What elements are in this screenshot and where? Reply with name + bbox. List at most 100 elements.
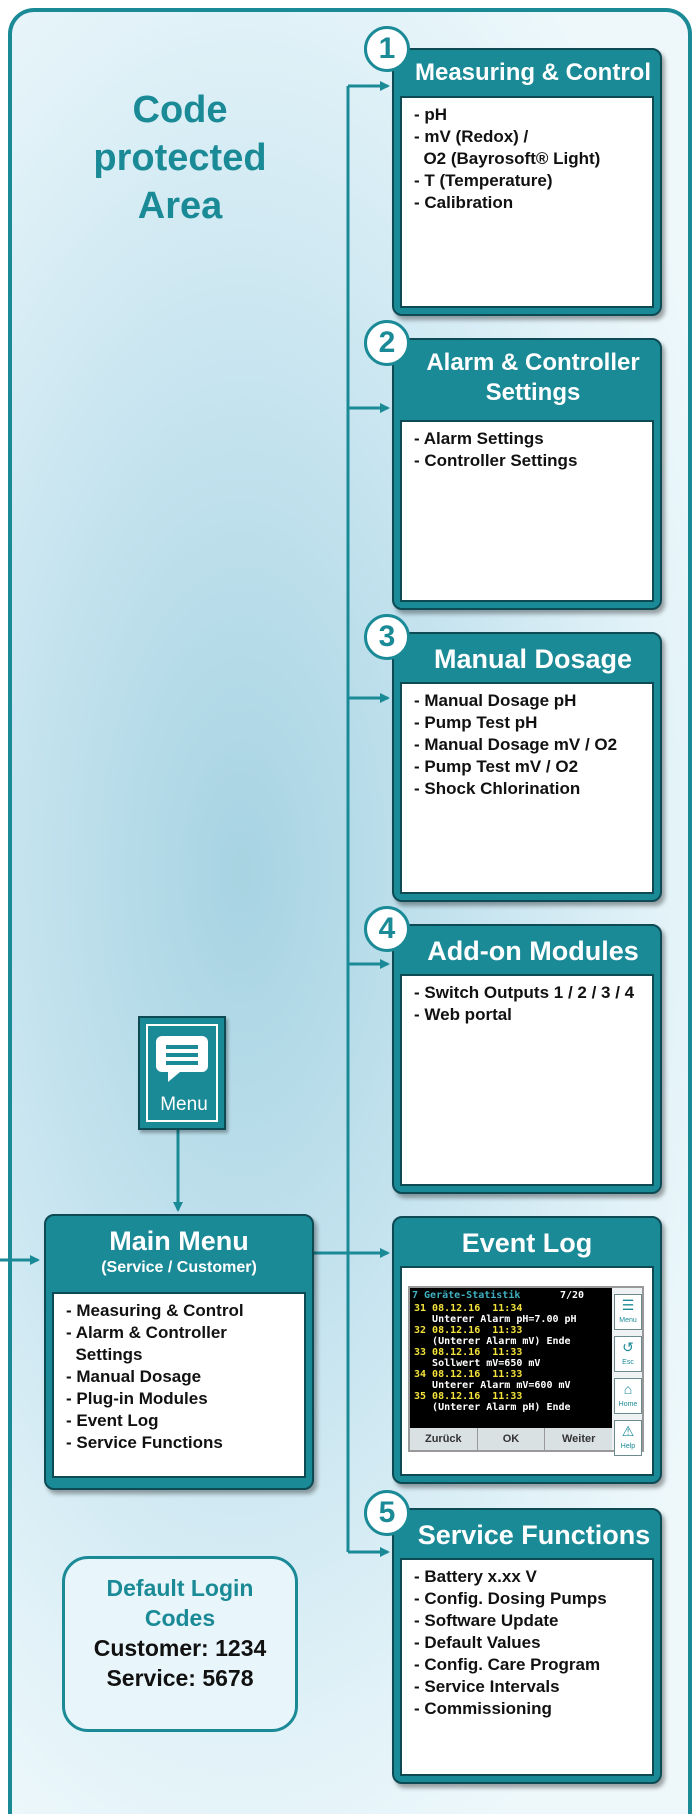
list-item: - Pump Test pH xyxy=(414,713,538,732)
section-service-functions[interactable]: Service Functions - Battery x.xx V - Con… xyxy=(392,1508,662,1784)
title-line: Settings xyxy=(485,379,581,406)
section-title: Add-on Modules xyxy=(427,936,639,966)
button-label: Menu xyxy=(619,1317,637,1324)
menu-list-item: - Measuring & Control xyxy=(66,1301,244,1320)
log-line: (Unterer Alarm mV) Ende xyxy=(414,1336,571,1347)
screen-help-button[interactable]: ⚠Help xyxy=(614,1420,642,1456)
step-number-badge: 3 xyxy=(364,614,410,660)
section-body: 7 Geräte-Statistik 7/20 31 08.12.16 11:3… xyxy=(400,1266,654,1476)
list-item: - Shock Chlorination xyxy=(414,779,581,798)
section-body: - Battery x.xx V - Config. Dosing Pumps … xyxy=(400,1558,654,1776)
list-item: - Web portal xyxy=(414,1005,512,1024)
section-body: - Switch Outputs 1 / 2 / 3 / 4 - Web por… xyxy=(400,974,654,1186)
ok-button[interactable]: OK xyxy=(476,1428,545,1450)
list-item: - pH xyxy=(414,105,448,124)
button-label: Esc xyxy=(622,1359,634,1366)
screen-home-button[interactable]: ⌂ Home xyxy=(614,1378,642,1414)
list-item: - Calibration xyxy=(414,193,514,212)
home-icon: ⌂ xyxy=(623,1381,633,1397)
list-item: - Manual Dosage pH xyxy=(414,691,577,710)
list-item: - Switch Outputs 1 / 2 / 3 / 4 xyxy=(414,983,635,1002)
menu-list-item: - Service Functions xyxy=(66,1433,223,1452)
title-line: Code xyxy=(132,89,228,131)
section-title: Manual Dosage xyxy=(433,644,633,674)
menu-button[interactable]: Menu xyxy=(138,1016,226,1130)
section-title: Measuring & Control xyxy=(414,59,651,86)
login-title-line: Codes xyxy=(144,1605,216,1631)
menu-list-item: - Alarm & Controller xyxy=(66,1323,227,1342)
section-body: - pH - mV (Redox) / O2 (Bayrosoft® Light… xyxy=(400,96,654,308)
back-button[interactable]: Zurück xyxy=(424,1433,462,1445)
list-item: - Manual Dosage mV / O2 xyxy=(414,735,618,754)
menu-list-item: - Plug-in Modules xyxy=(66,1389,208,1408)
undo-icon: ↺ xyxy=(622,1339,634,1355)
log-line: 34 08.12.16 11:33 xyxy=(414,1369,523,1380)
main-menu-body: - Measuring & Control - Alarm & Controll… xyxy=(52,1292,306,1478)
next-button[interactable]: Weiter xyxy=(544,1428,612,1450)
title-line: Alarm & Controller xyxy=(426,349,640,376)
menu-icon: ☰ xyxy=(621,1297,635,1313)
log-line: (Unterer Alarm pH) Ende xyxy=(414,1402,571,1413)
event-log-list: 31 08.12.16 11:34 Unterer Alarm pH=7.00 … xyxy=(414,1303,624,1413)
section-addon-modules[interactable]: Add-on Modules - Switch Outputs 1 / 2 / … xyxy=(392,924,662,1194)
customer-code: Customer: 1234 xyxy=(93,1635,267,1661)
list-item: - Service Intervals xyxy=(414,1677,560,1696)
menu-list-item: - Event Log xyxy=(66,1411,159,1430)
log-line: Unterer Alarm mV=600 mV xyxy=(414,1380,571,1391)
section-title: Event Log xyxy=(461,1228,593,1258)
step-number-badge: 4 xyxy=(364,906,410,952)
main-menu-subtitle: (Service / Customer) xyxy=(101,1259,257,1276)
menu-speech-icon xyxy=(156,1036,208,1082)
section-event-log[interactable]: Event Log 7 Geräte-Statistik 7/20 31 08.… xyxy=(392,1216,662,1484)
title-line: protected xyxy=(93,137,267,179)
list-item: - mV (Redox) / xyxy=(414,127,529,146)
list-item: - Alarm Settings xyxy=(414,429,544,448)
menu-button-frame: Menu xyxy=(146,1024,218,1122)
section-body: - Alarm Settings - Controller Settings xyxy=(400,420,654,602)
list-item: - Config. Dosing Pumps xyxy=(414,1589,607,1608)
device-screen: 7 Geräte-Statistik 7/20 31 08.12.16 11:3… xyxy=(408,1286,644,1456)
screen-side-buttons: ☰ Menu ↺ Esc ⌂ Home ⚠Help xyxy=(612,1288,642,1456)
section-title: Alarm & Controller Settings xyxy=(394,348,660,408)
list-item: - Software Update xyxy=(414,1611,559,1630)
button-label: Help xyxy=(620,1443,636,1450)
section-manual-dosage[interactable]: Manual Dosage - Manual Dosage pH - Pump … xyxy=(392,632,662,902)
log-line: 31 08.12.16 11:34 xyxy=(414,1303,523,1314)
step-number-badge: 2 xyxy=(364,320,410,366)
screen-header: 7 Geräte-Statistik xyxy=(412,1290,521,1301)
log-line: 35 08.12.16 11:33 xyxy=(414,1391,523,1402)
screen-bottom-bar: Zurück OK Weiter xyxy=(410,1428,612,1450)
section-measuring-control[interactable]: Measuring & Control - pH - mV (Redox) / … xyxy=(392,48,662,316)
menu-list-item: Settings xyxy=(66,1345,143,1364)
button-label: Home xyxy=(618,1401,638,1408)
service-code: Service: 5678 xyxy=(106,1665,254,1691)
list-item: - Pump Test mV / O2 xyxy=(414,757,579,776)
list-item: - Commissioning xyxy=(414,1699,552,1718)
section-title: Service Functions xyxy=(417,1520,651,1550)
section-alarm-controller[interactable]: Alarm & Controller Settings - Alarm Sett… xyxy=(392,338,662,610)
step-number-badge: 5 xyxy=(364,1490,410,1536)
screen-menu-button[interactable]: ☰ Menu xyxy=(614,1294,642,1330)
code-protected-title: Code protected Area xyxy=(60,86,300,230)
menu-button-label: Menu xyxy=(160,1094,208,1115)
list-item: - Config. Care Program xyxy=(414,1655,601,1674)
menu-list-item: - Manual Dosage xyxy=(66,1367,202,1386)
list-item: O2 (Bayrosoft® Light) xyxy=(414,149,601,168)
log-line: 33 08.12.16 11:33 xyxy=(414,1347,523,1358)
section-body: - Manual Dosage pH - Pump Test pH - Manu… xyxy=(400,682,654,894)
log-line: 32 08.12.16 11:33 xyxy=(414,1325,523,1336)
screen-esc-button[interactable]: ↺ Esc xyxy=(614,1336,642,1372)
step-number-badge: 1 xyxy=(364,26,410,72)
list-item: - T (Temperature) xyxy=(414,171,553,190)
default-login-codes: Default Login Codes Customer: 1234 Servi… xyxy=(62,1556,298,1732)
screen-page-count: 7/20 xyxy=(560,1290,585,1301)
log-line: Unterer Alarm pH=7.00 pH xyxy=(414,1314,577,1325)
list-item: - Controller Settings xyxy=(414,451,578,470)
list-item: - Battery x.xx V xyxy=(414,1567,537,1586)
title-line: Area xyxy=(137,185,223,227)
list-item: - Default Values xyxy=(414,1633,541,1652)
main-menu-title: Main Menu xyxy=(109,1226,249,1256)
login-title-line: Default Login xyxy=(106,1575,254,1601)
main-menu-box[interactable]: Main Menu (Service / Customer) - Measuri… xyxy=(44,1214,314,1490)
